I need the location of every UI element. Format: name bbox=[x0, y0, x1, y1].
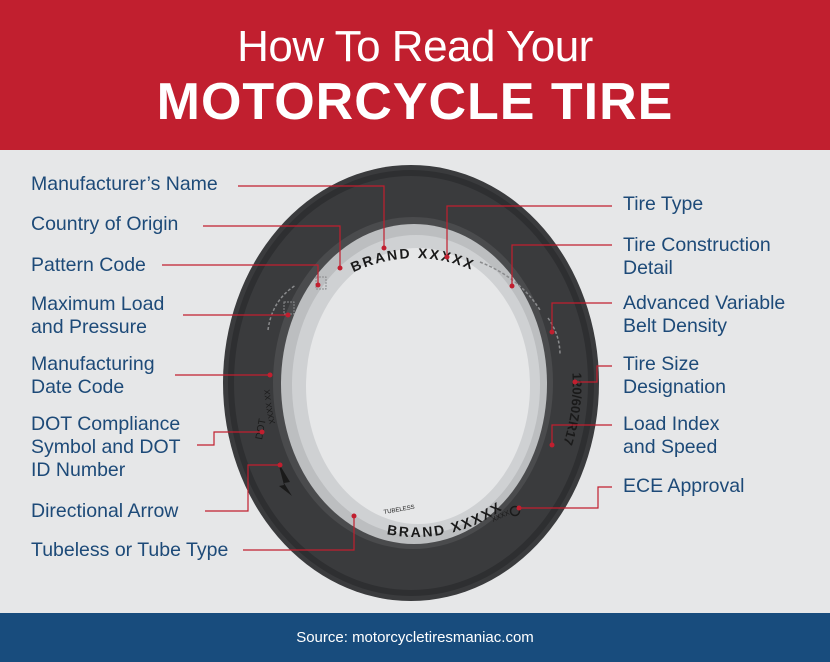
label-line: Designation bbox=[623, 376, 726, 398]
label-max-load: Maximum Load and Pressure bbox=[31, 293, 164, 339]
dot-text: DOT bbox=[254, 418, 268, 441]
label-dot-compliance: DOT Compliance Symbol and DOT ID Number bbox=[31, 413, 181, 482]
label-date-code: Manufacturing Date Code bbox=[31, 353, 155, 399]
label-pattern-code: Pattern Code bbox=[31, 254, 146, 277]
ece-symbol bbox=[509, 505, 521, 517]
leader-pattern-code bbox=[162, 264, 319, 285]
label-line: Tire Type bbox=[623, 193, 704, 215]
label-line: Manufacturer’s Name bbox=[31, 173, 218, 195]
label-line: Belt Density bbox=[623, 315, 728, 337]
label-load-index: Load Index and Speed bbox=[623, 413, 720, 459]
leader-construction bbox=[511, 244, 612, 286]
label-tube-type: Tubeless or Tube Type bbox=[31, 539, 228, 562]
label-line: Directional Arrow bbox=[31, 500, 179, 522]
dot-tube-type bbox=[351, 513, 357, 519]
label-line: and Pressure bbox=[31, 316, 147, 338]
tire-hole bbox=[306, 248, 530, 524]
leader-tube-type bbox=[243, 516, 355, 551]
label-line: Date Code bbox=[31, 376, 125, 398]
tire-tread-edge bbox=[228, 170, 594, 596]
label-line: ECE Approval bbox=[623, 475, 745, 497]
dot-tire-type bbox=[444, 254, 450, 260]
pattern-code-marker bbox=[315, 276, 327, 290]
directional-arrow bbox=[278, 462, 292, 496]
dot-date-code bbox=[267, 372, 273, 378]
leader-directional-arrow bbox=[205, 464, 280, 512]
leader-dot-compliance bbox=[197, 431, 262, 446]
label-tire-type: Tire Type bbox=[623, 193, 703, 216]
belt-outline bbox=[547, 317, 561, 356]
construction-outline bbox=[479, 261, 541, 311]
leader-tire-size bbox=[575, 365, 612, 383]
dot-construction bbox=[509, 283, 515, 289]
dot-ece bbox=[516, 505, 522, 511]
pattern-outline bbox=[267, 284, 297, 331]
label-directional-arrow: Directional Arrow bbox=[31, 500, 178, 523]
dot-manufacturer-name bbox=[381, 245, 387, 251]
leader-manufacturer-name bbox=[238, 185, 385, 248]
label-line: Pattern Code bbox=[31, 254, 146, 276]
dot-directional-arrow bbox=[277, 462, 283, 468]
source-footer: Source: motorcycletiresmaniac.com bbox=[0, 613, 830, 662]
label-construction-detail: Tire Construction Detail bbox=[623, 234, 771, 280]
leader-load-index bbox=[551, 424, 612, 445]
tire-diagram: BRAND XXXXX BRAND XXXXX 120/60ZR17 XXXX … bbox=[162, 165, 612, 601]
title-line-2: MOTORCYCLE TIRE bbox=[156, 73, 674, 131]
leader-ece bbox=[519, 486, 612, 509]
label-line: Load Index bbox=[623, 413, 720, 435]
label-line: Tire Size bbox=[623, 353, 700, 375]
label-line: Detail bbox=[623, 257, 673, 279]
dot-country-of-origin bbox=[337, 265, 343, 271]
leader-belt-density bbox=[551, 302, 612, 332]
label-manufacturer-name: Manufacturer’s Name bbox=[31, 173, 218, 196]
title-banner: How To Read Your MOTORCYCLE TIRE bbox=[0, 0, 830, 150]
leader-tire-type bbox=[446, 205, 612, 257]
tube-type-text: TUBELESS bbox=[383, 505, 415, 516]
label-country-of-origin: Country of Origin bbox=[31, 213, 178, 236]
title-line-1: How To Read Your bbox=[237, 22, 593, 71]
dot-pattern-code bbox=[315, 282, 321, 288]
source-text: Source: motorcycletiresmaniac.com bbox=[296, 629, 534, 646]
dot-tire-size bbox=[572, 379, 578, 385]
label-line: ID Number bbox=[31, 459, 126, 481]
label-belt-density: Advanced Variable Belt Density bbox=[623, 292, 785, 338]
dot-max-load bbox=[285, 312, 291, 318]
label-line: Maximum Load bbox=[31, 293, 165, 315]
dot-dot-compliance bbox=[259, 429, 265, 435]
leader-country-of-origin bbox=[203, 225, 341, 268]
label-line: and Speed bbox=[623, 436, 718, 458]
label-line: DOT Compliance bbox=[31, 413, 181, 435]
label-line: Country of Origin bbox=[31, 213, 179, 235]
label-ece-approval: ECE Approval bbox=[623, 475, 744, 498]
label-tire-size: Tire Size Designation bbox=[623, 353, 726, 399]
label-line: Tubeless or Tube Type bbox=[31, 539, 229, 561]
label-line: Symbol and DOT bbox=[31, 436, 181, 458]
dot-load-index bbox=[549, 442, 555, 448]
label-line: Tire Construction bbox=[623, 234, 771, 256]
label-line: Manufacturing bbox=[31, 353, 155, 375]
label-line: Advanced Variable bbox=[623, 292, 786, 314]
dot-belt-density bbox=[549, 329, 555, 335]
